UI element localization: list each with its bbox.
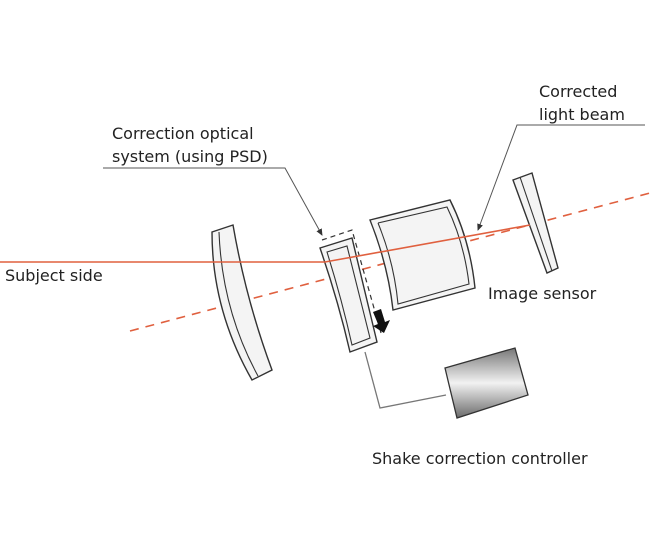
image-sensor xyxy=(512,172,559,274)
image-sensor-label: Image sensor xyxy=(488,284,597,303)
subject-side-label: Subject side xyxy=(5,266,103,285)
controller-wire xyxy=(364,351,447,409)
correction-label-line1: Correction optical xyxy=(112,124,254,143)
corrected-beam-label-line1: Corrected xyxy=(539,82,617,101)
controller-label: Shake correction controller xyxy=(372,449,588,468)
correction-lens xyxy=(319,229,390,353)
shift-arrow-icon xyxy=(373,309,390,333)
correction-label-line2: system (using PSD) xyxy=(112,147,268,166)
rear-lens-group xyxy=(369,199,476,311)
correction-leader-line xyxy=(103,167,323,236)
light-beam xyxy=(0,224,531,263)
corrected-beam-leader-line xyxy=(477,124,645,231)
shake-correction-controller-box xyxy=(444,347,529,419)
corrected-beam-label-line2: light beam xyxy=(539,105,625,124)
front-lens xyxy=(211,224,273,381)
optical-axis-dashed xyxy=(129,192,650,332)
